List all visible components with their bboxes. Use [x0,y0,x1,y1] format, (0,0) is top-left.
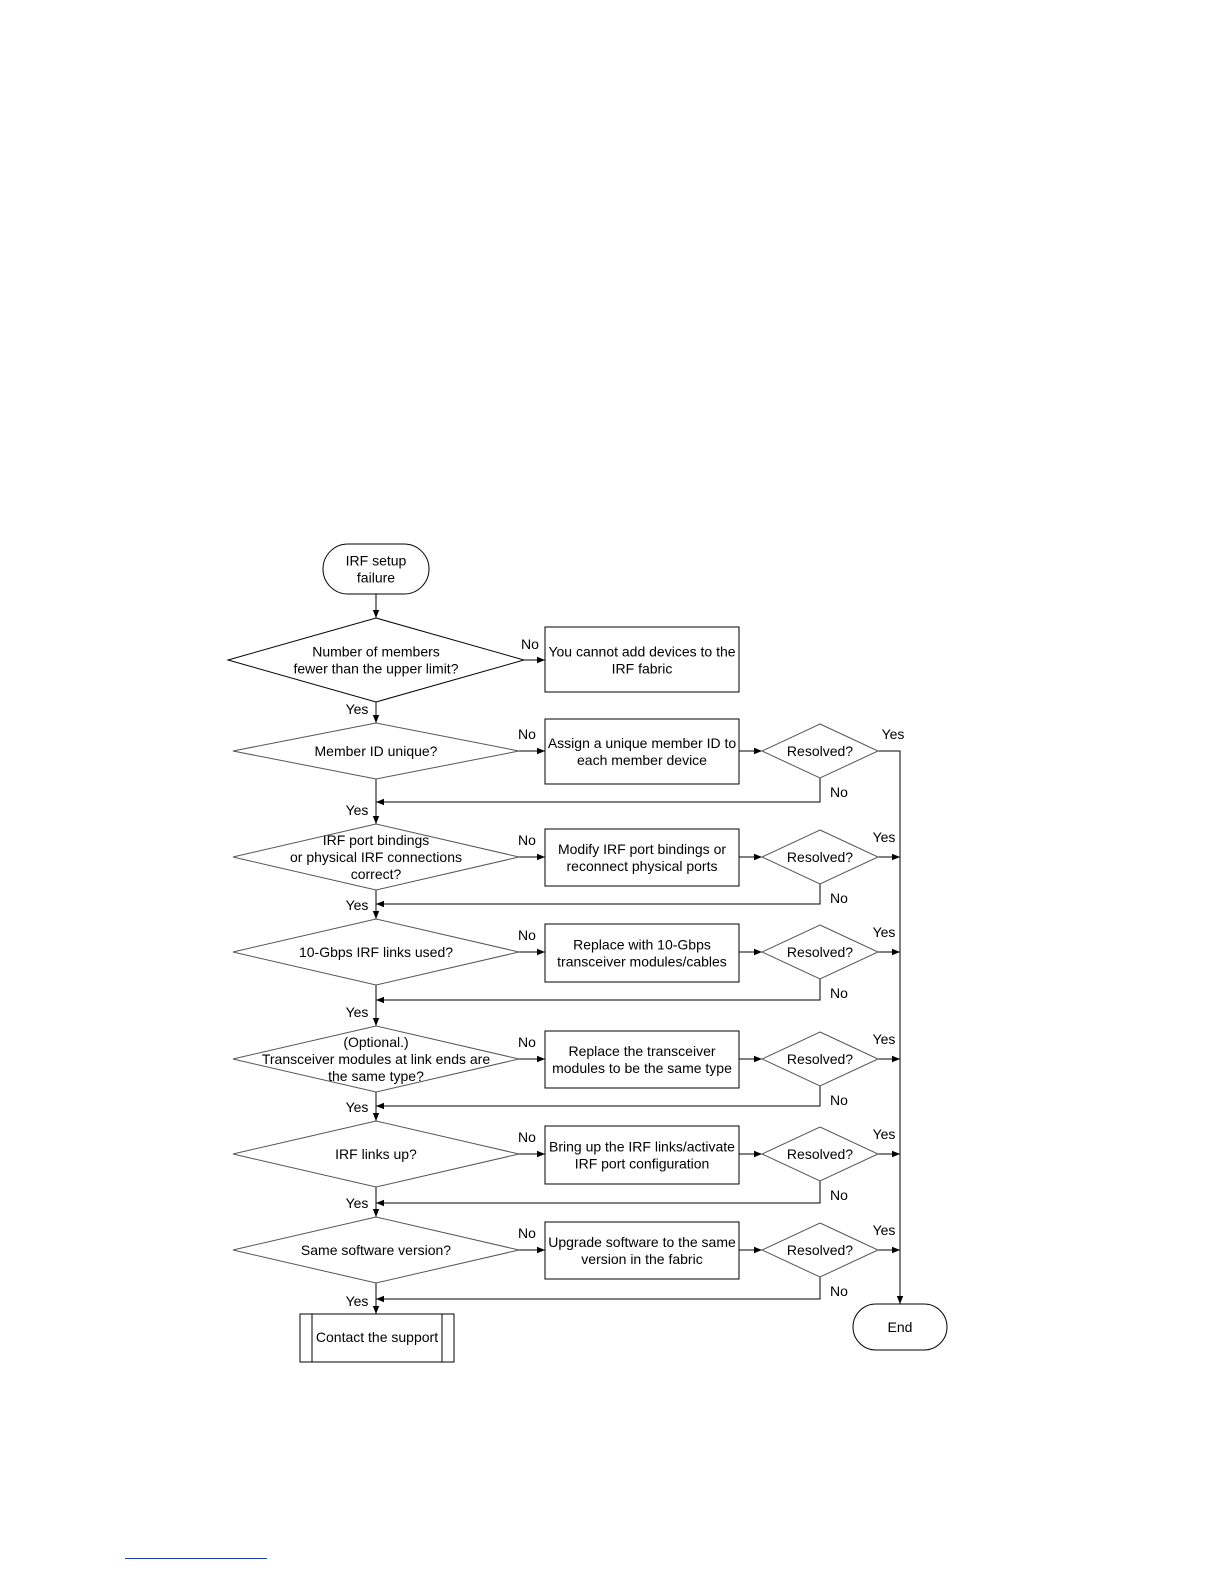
step-3-decision-text-line-1: 10-Gbps IRF links used? [299,944,453,960]
step-1-resolved-no [376,778,821,806]
end-terminal [852,1303,948,1351]
step-2-decision-text-line-2: or physical IRF connections [290,849,462,865]
no-label: No [518,1129,536,1145]
step-3-resolved-text: Resolved? [787,944,853,960]
step-6-resolved-text: Resolved? [787,1242,853,1258]
yes-label: Yes [346,802,369,818]
step-4-resolved-text: Resolved? [787,1051,853,1067]
yes-label: Yes [346,1293,369,1309]
no-label: No [830,890,848,906]
step-1-resolved-yes [878,750,904,1304]
yes-label: Yes [882,726,905,742]
step-2-resolved-decision [760,829,880,885]
no-label: No [518,1225,536,1241]
yes-label: Yes [346,1099,369,1115]
no-label: No [521,636,539,652]
no-label: No [830,1092,848,1108]
step-5-decision [232,1120,520,1188]
step-6-decision [232,1216,520,1284]
step-1-decision-text-line-1: Member ID unique? [315,743,438,759]
step-2-action-text-line-1: Modify IRF port bindings or [558,841,726,857]
step-6-action-text-line-2: version in the fabric [581,1251,702,1267]
step-1-resolved-decision [760,723,880,779]
step-2-resolved-text: Resolved? [787,849,853,865]
action-cannot-add-devices [544,626,740,693]
step-4-resolved-no [376,1086,821,1110]
step-6-action-text-line-1: Upgrade software to the same [548,1234,736,1250]
yes-label: Yes [873,924,896,940]
step-4-action-text-line-1: Replace the transceiver [568,1043,715,1059]
step-3-resolved-no [376,979,821,1004]
no-label: No [518,1034,536,1050]
step-5-action [544,1125,740,1185]
step-5-action-text-line-1: Bring up the IRF links/activate [549,1139,735,1155]
step-2-resolved-no [376,884,821,908]
no-label: No [518,927,536,943]
step-2-decision-text-line-3: correct? [351,866,402,882]
start-terminal [322,543,430,595]
step-2-action [544,828,740,887]
step-3-action-text-line-2: transceiver modules/cables [557,954,727,970]
step-2-decision [232,823,520,891]
no-label: No [830,784,848,800]
start-text-line-1: IRF setup [346,553,407,569]
step-6-decision-text-line-1: Same software version? [301,1242,451,1258]
action-contact-support [299,1313,455,1363]
yes-label: Yes [873,1031,896,1047]
step-6-resolved-decision [760,1222,880,1278]
no-label: No [518,726,536,742]
yes-label: Yes [873,1222,896,1238]
yes-label: Yes [346,1195,369,1211]
connector-lines [372,594,904,1314]
decision-member-count [226,617,526,703]
start-text-line-2: failure [357,570,395,586]
step-4-action-text-line-2: modules to be the same type [552,1060,732,1076]
step-4-action [544,1030,740,1089]
decision-member-count-text-line-1: Number of members [312,644,440,660]
step-1-action-text-line-1: Assign a unique member ID to [548,735,737,751]
step-5-resolved-no [376,1181,821,1207]
decision-member-count-text-line-2: fewer than the upper limit? [294,661,459,677]
no-label: No [830,1187,848,1203]
yes-label: Yes [346,1004,369,1020]
yes-label: Yes [873,829,896,845]
step-3-resolved-decision [760,924,880,980]
step-4-decision-text-line-2: Transceiver modules at link ends are [262,1051,490,1067]
step-2-decision-text-line-1: IRF port bindings [323,832,430,848]
step-3-action [544,923,740,983]
yes-label: Yes [346,897,369,913]
step-2-action-text-line-2: reconnect physical ports [567,858,718,874]
step-4-decision-text-line-1: (Optional.) [343,1034,408,1050]
action-contact-support-text: Contact the support [316,1329,438,1345]
step-6-resolved-no [376,1277,821,1303]
step-1-action-text-line-2: each member device [577,752,707,768]
action-cannot-add-devices-text-line-2: IRF fabric [612,661,673,677]
step-6-action [544,1221,740,1280]
yes-label: Yes [346,701,369,717]
no-label: No [830,1283,848,1299]
step-5-decision-text-line-1: IRF links up? [335,1146,417,1162]
yes-label: Yes [873,1126,896,1142]
step-3-action-text-line-1: Replace with 10-Gbps [573,937,711,953]
no-label: No [830,985,848,1001]
step-1-action [544,718,740,785]
step-5-resolved-decision [760,1126,880,1182]
step-5-action-text-line-2: IRF port configuration [575,1156,710,1172]
step-1-decision [232,722,520,780]
step-5-resolved-text: Resolved? [787,1146,853,1162]
end-terminal-text: End [888,1319,913,1335]
action-cannot-add-devices-text-line-1: You cannot add devices to the [548,644,735,660]
flowchart-shapes [226,543,948,1363]
step-4-decision-text-line-3: the same type? [328,1068,424,1084]
no-label: No [518,832,536,848]
step-4-decision [232,1025,520,1093]
step-1-resolved-text: Resolved? [787,743,853,759]
footnote-divider [125,1558,267,1559]
step-3-decision [232,918,520,986]
step-4-resolved-decision [760,1031,880,1087]
